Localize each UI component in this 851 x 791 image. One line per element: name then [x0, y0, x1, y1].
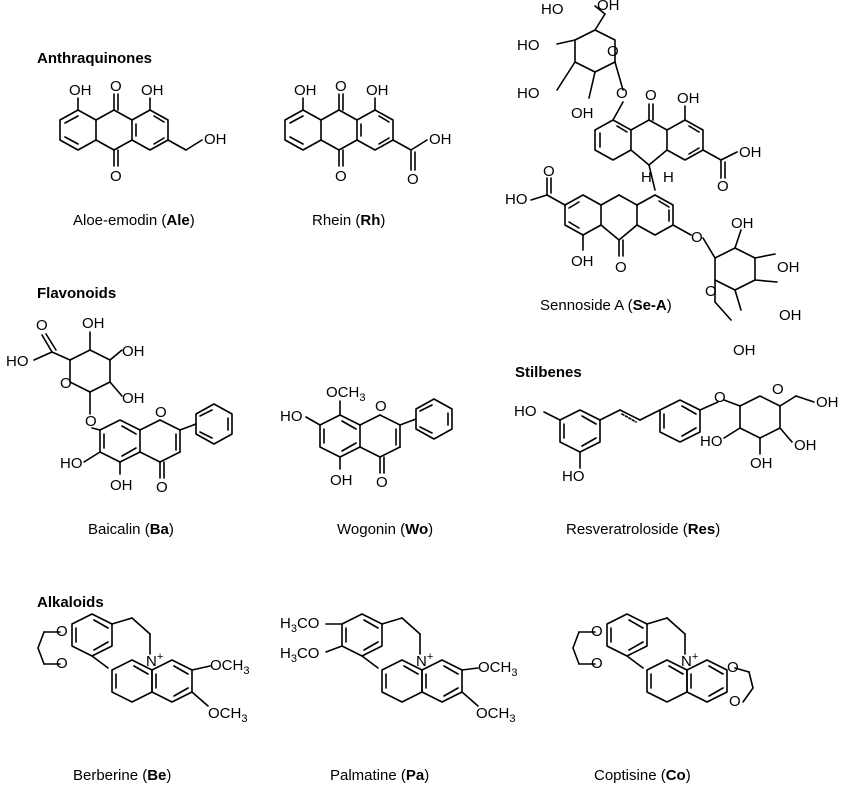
label-ho: HO — [6, 353, 29, 370]
label-och3: OCH3 — [208, 705, 247, 725]
label-oh: OH — [141, 82, 164, 99]
label-o: O — [591, 655, 603, 672]
label-o: O — [335, 78, 347, 95]
label-oh: OH — [816, 394, 839, 411]
label-o: O — [615, 259, 627, 276]
label-oh: OH — [677, 90, 700, 107]
label-ho: HO — [562, 468, 585, 485]
label-o: O — [705, 283, 717, 300]
label-h3co: H3CO — [280, 645, 319, 665]
label-o: O — [616, 85, 628, 102]
label-ho: HO — [505, 191, 528, 208]
caption-sennoside-a: Sennoside A (Se-A) — [540, 297, 672, 314]
label-h3co: H3CO — [280, 615, 319, 635]
structure-baicalin: O HO OH OH OH O O O HO OH O — [6, 315, 233, 496]
label-h: H — [641, 169, 652, 186]
caption-palmatine: Palmatine (Pa) — [330, 767, 430, 784]
label-o: O — [591, 623, 603, 640]
label-oh: OH — [429, 131, 452, 148]
caption-aloe-emodin: Aloe-emodin (Ale) — [73, 212, 195, 229]
label-o: O — [85, 413, 97, 430]
label-oh: OH — [110, 477, 133, 494]
structure-aloe-emodin: OH O OH O OH — [59, 78, 227, 185]
label-oh: OH — [204, 131, 227, 148]
label-o: O — [156, 479, 168, 496]
structure-sennoside-a: HO OH HO HO OH O O O OH OH O H H HO O OH… — [505, 0, 802, 359]
structure-coptisine: O O N+ O O — [572, 613, 754, 710]
label-o: O — [376, 474, 388, 491]
label-oh: OH — [366, 82, 389, 99]
label-och3: OCH3 — [476, 705, 515, 725]
label-oh: OH — [82, 315, 105, 332]
label-oh: OH — [330, 472, 353, 489]
label-oh: OH — [777, 259, 800, 276]
label-nplus: N+ — [416, 651, 433, 670]
label-o: O — [335, 168, 347, 185]
label-och3: OCH3 — [478, 659, 517, 679]
label-o: O — [36, 317, 48, 334]
caption-berberine: Berberine (Be) — [73, 767, 172, 784]
label-oh: OH — [779, 307, 802, 324]
label-oh: OH — [750, 455, 773, 472]
caption-rhein: Rhein (Rh) — [312, 212, 386, 229]
heading-alkaloids: Alkaloids — [37, 594, 104, 611]
caption-baicalin: Baicalin (Ba) — [88, 521, 174, 538]
label-oh: OH — [571, 253, 594, 270]
label-ho: HO — [541, 1, 564, 18]
label-o: O — [407, 171, 419, 188]
label-o: O — [155, 404, 167, 421]
label-o: O — [717, 178, 729, 195]
caption-resveratroloside: Resveratroloside (Res) — [566, 521, 721, 538]
label-o: O — [60, 375, 72, 392]
label-h: H — [663, 169, 674, 186]
label-o: O — [645, 87, 657, 104]
label-o: O — [772, 381, 784, 398]
label-oh: OH — [731, 215, 754, 232]
label-oh: OH — [122, 390, 145, 407]
label-oh: OH — [597, 0, 620, 14]
label-o: O — [110, 78, 122, 95]
heading-flavonoids: Flavonoids — [37, 285, 117, 302]
label-oh: OH — [122, 343, 145, 360]
label-o: O — [691, 229, 703, 246]
label-oh: OH — [733, 342, 756, 359]
label-och3: OCH3 — [326, 384, 365, 404]
label-o: O — [714, 389, 726, 406]
heading-anthraquinones: Anthraquinones — [37, 50, 152, 67]
label-o: O — [727, 659, 739, 676]
label-o: O — [375, 398, 387, 415]
label-o: O — [56, 655, 68, 672]
label-o: O — [110, 168, 122, 185]
label-ho: HO — [60, 455, 83, 472]
label-nplus: N+ — [681, 651, 698, 670]
label-oh: OH — [571, 105, 594, 122]
label-o: O — [56, 623, 68, 640]
label-oh: OH — [69, 82, 92, 99]
label-och3: OCH3 — [210, 657, 249, 677]
heading-stilbenes: Stilbenes — [515, 364, 582, 381]
label-ho: HO — [514, 403, 537, 420]
label-ho: HO — [280, 408, 303, 425]
label-o: O — [729, 693, 741, 710]
structure-palmatine: H3CO H3CO N+ OCH3 OCH3 — [280, 613, 517, 725]
label-ho: HO — [517, 85, 540, 102]
caption-wogonin: Wogonin (Wo) — [337, 521, 434, 538]
label-o: O — [607, 43, 619, 60]
caption-coptisine: Coptisine (Co) — [594, 767, 691, 784]
label-nplus: N+ — [146, 651, 163, 670]
label-oh: OH — [794, 437, 817, 454]
structure-resveratroloside: HO HO O O OH HO OH OH — [514, 381, 839, 485]
label-oh: OH — [739, 144, 762, 161]
structure-rhein: OH O OH O OH O — [284, 78, 452, 188]
label-ho: HO — [700, 433, 723, 450]
structure-berberine: O O N+ OCH3 OCH3 — [37, 613, 249, 725]
label-oh: OH — [294, 82, 317, 99]
label-o: O — [543, 163, 555, 180]
label-ho: HO — [517, 37, 540, 54]
structure-wogonin: OCH3 HO O OH O — [280, 384, 453, 491]
